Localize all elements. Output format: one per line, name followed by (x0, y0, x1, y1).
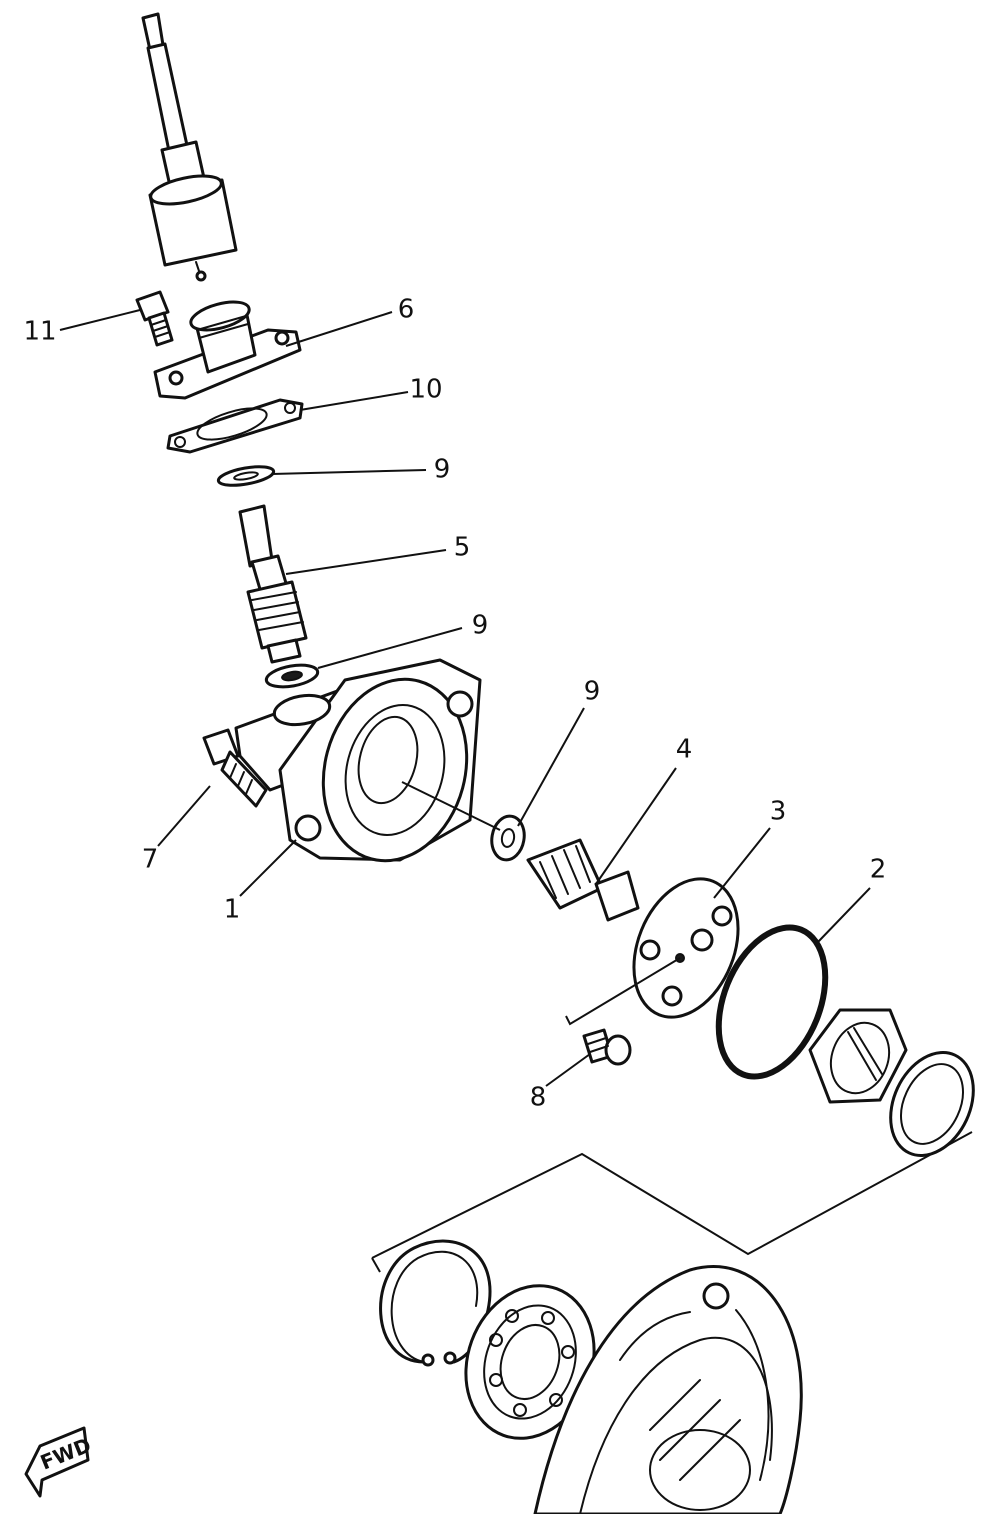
leader-8 (545, 1053, 591, 1087)
callout-7: 7 (142, 845, 159, 875)
callout-10: 10 (409, 375, 442, 405)
plate-part-3 (632, 877, 740, 1019)
callout-labels: 11 6 10 9 5 9 9 4 3 2 7 1 8 (23, 295, 886, 1113)
leader-housing-to-washer (401, 781, 501, 831)
bolt-part-7 (202, 728, 268, 808)
callout-1: 1 (224, 895, 241, 925)
bolt-part-11 (135, 290, 174, 347)
assembly-bracket-line (371, 1131, 973, 1259)
drive-gear-part-4 (526, 838, 640, 922)
thrust-washer (889, 1050, 975, 1158)
washer-part-9-middle (264, 663, 320, 689)
leader-lines (59, 309, 871, 1087)
callout-6: 6 (398, 295, 415, 325)
callout-3: 3 (770, 797, 787, 827)
callout-5: 5 (454, 533, 471, 563)
leader-10 (299, 391, 409, 411)
callout-9-middle: 9 (472, 611, 489, 641)
assembly-bracket-end (371, 1257, 381, 1273)
washer-part-9-upper (216, 465, 276, 487)
forward-direction-arrow: FWD (24, 1426, 94, 1498)
callout-4: 4 (676, 735, 693, 765)
leader-5 (285, 549, 447, 575)
leader-9a (271, 469, 427, 475)
wheel-hub (533, 1265, 803, 1514)
speedometer-cable (141, 12, 238, 282)
callout-8: 8 (530, 1083, 547, 1113)
leader-11 (59, 309, 141, 331)
leader-6 (285, 311, 393, 347)
gasket-part-10 (166, 398, 304, 454)
callout-9-right: 9 (584, 677, 601, 707)
leader-9b (317, 627, 463, 669)
leader-1 (239, 839, 297, 897)
callout-9-upper: 9 (434, 455, 451, 485)
washer-part-9-right (490, 814, 526, 862)
gear-housing-part-6 (153, 300, 302, 400)
screw-part-8 (582, 1028, 632, 1066)
leader-8-to-plate (565, 957, 681, 1026)
gear-unit-housing-part-1 (234, 658, 482, 863)
leader-7 (157, 785, 211, 847)
o-ring-part-2 (715, 924, 829, 1080)
leader-2 (817, 887, 871, 943)
driven-gear-shaft-part-5 (238, 504, 308, 664)
hex-nut (808, 1008, 908, 1104)
callout-11: 11 (23, 317, 56, 347)
leader-3 (713, 827, 771, 899)
leader-4 (595, 767, 677, 885)
leader-9c (517, 707, 585, 827)
callout-2: 2 (870, 855, 887, 885)
